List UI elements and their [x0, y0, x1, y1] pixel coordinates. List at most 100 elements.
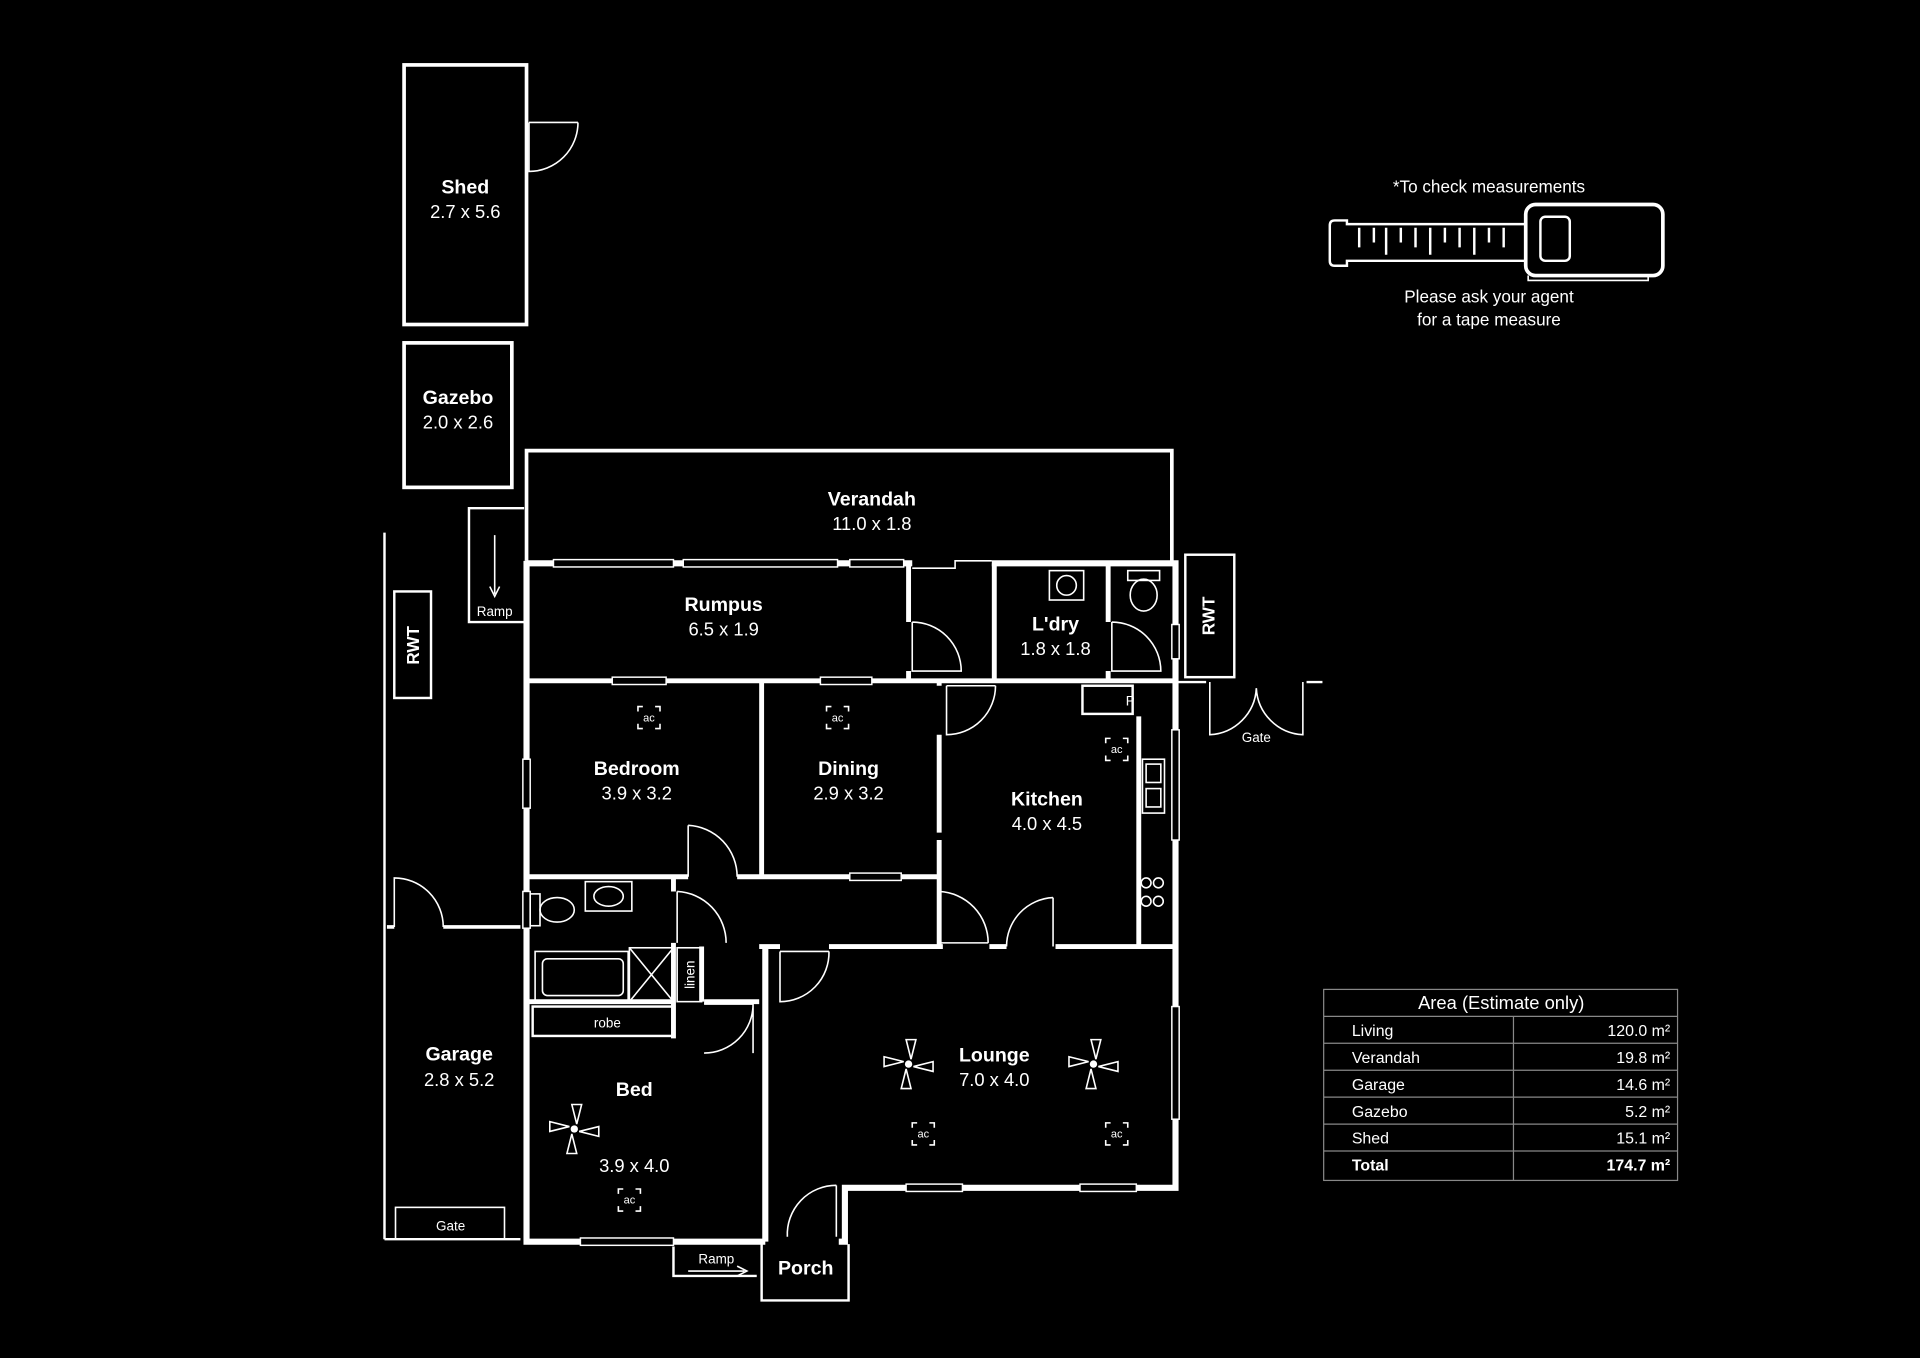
svg-text:19.8 m²: 19.8 m²: [1616, 1050, 1670, 1067]
ac-units: ac ac ac ac ac ac: [617, 705, 1129, 1212]
kitchen-dims: 4.0 x 4.5: [1012, 813, 1082, 834]
verandah: Verandah 11.0 x 1.8: [524, 448, 1174, 561]
gate-label: Gate: [1242, 730, 1271, 745]
ac-icon: ac: [1104, 1122, 1129, 1146]
area-table: Area (Estimate only) Living 120.0 m² Ver…: [1323, 988, 1679, 1182]
tape-measure-note: *To check measurements Please ask your a…: [1328, 176, 1665, 330]
kitchen-name: Kitchen: [1011, 789, 1083, 811]
porch: Porch: [760, 1244, 850, 1302]
lounge-name: Lounge: [959, 1045, 1030, 1067]
table-row: Verandah 19.8 m²: [1352, 1050, 1670, 1067]
ramp-top: Ramp: [467, 506, 525, 624]
door-icon: [528, 121, 579, 173]
svg-text:Gazebo: Gazebo: [1352, 1104, 1408, 1121]
table-total-row: Total 174.7 m²: [1352, 1158, 1670, 1175]
laundry-dims: 1.8 x 1.8: [1020, 638, 1090, 659]
laundry-name: L'dry: [1032, 614, 1079, 636]
bed-name: Bed: [616, 1079, 653, 1101]
sink-icon: [1141, 758, 1166, 814]
svg-text:ac: ac: [1111, 1129, 1123, 1141]
fan-icon: [1068, 1038, 1119, 1090]
windows: [522, 558, 1180, 1247]
door-icon: [1005, 896, 1054, 947]
shed: Shed 2.7 x 5.6: [402, 63, 579, 327]
door-icon: [1111, 621, 1162, 672]
ac-icon: ac: [1104, 737, 1129, 762]
svg-text:ac: ac: [643, 712, 655, 724]
fan-icon: [883, 1038, 934, 1090]
robe-label: robe: [594, 1015, 621, 1030]
table-row: Living 120.0 m²: [1352, 1023, 1670, 1040]
dining-dims: 2.9 x 3.2: [813, 783, 883, 804]
svg-text:Garage: Garage: [1352, 1077, 1405, 1094]
table-row: Shed 15.1 m²: [1352, 1131, 1670, 1148]
linen-label: linen: [682, 960, 697, 988]
gazebo: Gazebo 2.0 x 2.6: [402, 341, 514, 490]
rwt-label: RWT: [403, 625, 423, 664]
tape-measure-icon: [1328, 202, 1665, 282]
room-dims: 11.0 x 1.8: [832, 513, 911, 534]
side-gate: Gate: [1177, 680, 1323, 745]
svg-text:ac: ac: [624, 1195, 636, 1207]
bedroom-name: Bedroom: [594, 758, 680, 780]
door-icon: [687, 824, 738, 877]
room-dims: 2.0 x 2.6: [423, 412, 493, 433]
door-icon: [393, 877, 445, 927]
porch-name: Porch: [778, 1258, 833, 1280]
bath-icon: [534, 950, 629, 1002]
tape-note-top: *To check measurements: [1393, 176, 1585, 196]
room-name: Verandah: [828, 489, 916, 511]
garage: Gate Garage 2.8 x 5.2: [384, 877, 521, 1241]
svg-text:ac: ac: [917, 1129, 929, 1141]
ramp-label: Ramp: [698, 1252, 734, 1267]
cooktop-icon: [1140, 877, 1165, 907]
rwt-label: RWT: [1199, 596, 1219, 635]
svg-text:Shed: Shed: [1352, 1131, 1389, 1148]
rumpus-dims: 6.5 x 1.9: [688, 619, 758, 640]
arrow-right-icon: [688, 1265, 749, 1277]
svg-text:Verandah: Verandah: [1352, 1050, 1420, 1067]
door-icon: [779, 950, 830, 1003]
fan-icon: [549, 1103, 600, 1155]
ac-icon: ac: [825, 705, 850, 730]
ramp-label: Ramp: [477, 604, 513, 619]
dining-name: Dining: [818, 758, 879, 780]
toilet-icon: [1126, 569, 1161, 582]
svg-text:Total: Total: [1352, 1158, 1389, 1175]
shower-icon: [628, 946, 675, 1003]
svg-text:174.7 m²: 174.7 m²: [1607, 1158, 1671, 1175]
rwt-left: RWT: [393, 590, 433, 700]
ac-icon: ac: [911, 1122, 936, 1146]
svg-text:120.0 m²: 120.0 m²: [1607, 1023, 1670, 1040]
linen-cupboard: [676, 946, 703, 1003]
door-icon: [911, 621, 963, 672]
room-name: Shed: [441, 176, 489, 198]
room-labels: Rumpus 6.5 x 1.9 L'dry 1.8 x 1.8 Bedroom…: [594, 594, 1091, 1176]
bedroom-dims: 3.9 x 3.2: [602, 783, 672, 804]
door-icon: [676, 890, 727, 943]
rwt-right: RWT: [1184, 553, 1236, 679]
table-title: Area (Estimate only): [1418, 992, 1584, 1013]
svg-text:Living: Living: [1352, 1023, 1394, 1040]
door-icon: [786, 1184, 838, 1237]
room-name: Gazebo: [423, 387, 494, 409]
arrow-down-icon: [489, 535, 501, 599]
svg-text:14.6 m²: 14.6 m²: [1616, 1077, 1670, 1094]
svg-text:5.2 m²: 5.2 m²: [1625, 1104, 1670, 1121]
room-name: Garage: [425, 1043, 493, 1065]
door-icon: [945, 684, 997, 736]
tape-note-line2: for a tape measure: [1417, 310, 1561, 330]
rumpus-name: Rumpus: [685, 594, 763, 616]
doors: [676, 621, 1162, 1237]
door-icon: [704, 1003, 754, 1054]
svg-text:ac: ac: [832, 712, 844, 724]
pantry-label: P: [1126, 693, 1135, 708]
svg-text:15.1 m²: 15.1 m²: [1616, 1131, 1670, 1148]
tape-note-line1: Please ask your agent: [1404, 286, 1574, 306]
door-icon: [938, 890, 989, 944]
ac-icon: ac: [617, 1188, 642, 1212]
gate-label: Gate: [436, 1219, 465, 1234]
lounge-dims: 7.0 x 4.0: [959, 1069, 1029, 1090]
room-dims: 2.7 x 5.6: [430, 201, 500, 222]
